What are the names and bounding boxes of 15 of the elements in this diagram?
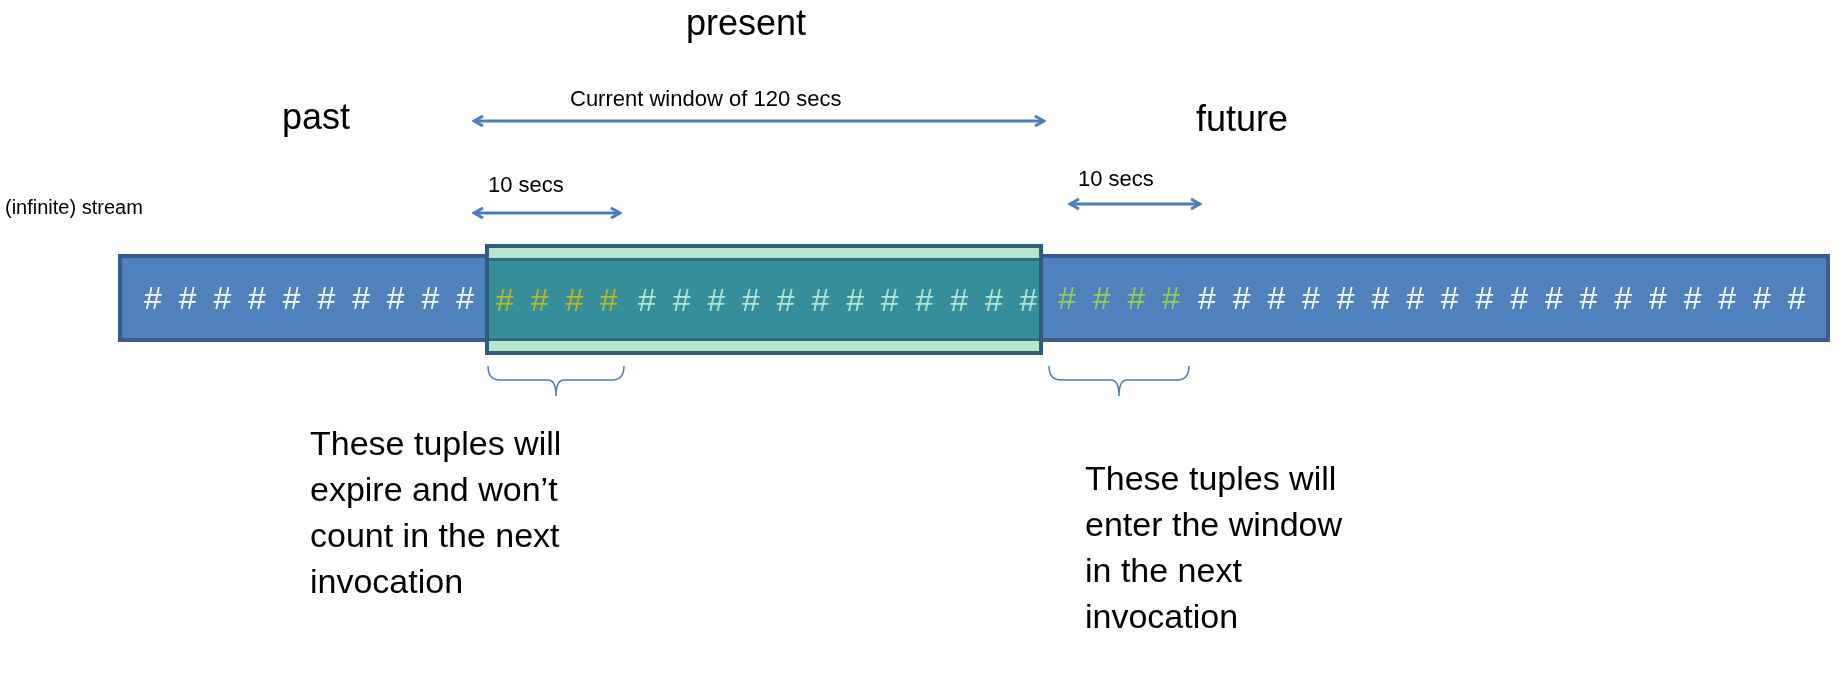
region-label: future xyxy=(1196,98,1289,140)
window-overlay xyxy=(485,244,1043,355)
dimension-label: 10 secs xyxy=(488,172,564,198)
hash-symbols: # # # # xyxy=(496,283,618,316)
hash-symbols: # # # # # # # # # # # # # # # # # # xyxy=(1198,282,1806,314)
annotation-text: These tuples will expire and won’t count in the next invocation xyxy=(310,423,563,602)
region-label: past xyxy=(282,96,351,138)
hash-symbols: # # # # xyxy=(1058,282,1180,314)
region-label: present xyxy=(686,2,807,44)
annotation-text: These tuples will enter the window in the next invocation xyxy=(1085,458,1344,637)
stream-label: (infinite) stream xyxy=(5,196,143,219)
hash-symbols: # # # # # # # # # # # # xyxy=(638,283,1038,316)
dimension-label: Current window of 120 secs xyxy=(570,86,842,112)
hash-symbols: # # # # # # # # # # xyxy=(144,282,474,314)
dimension-label: 10 secs xyxy=(1078,166,1154,192)
